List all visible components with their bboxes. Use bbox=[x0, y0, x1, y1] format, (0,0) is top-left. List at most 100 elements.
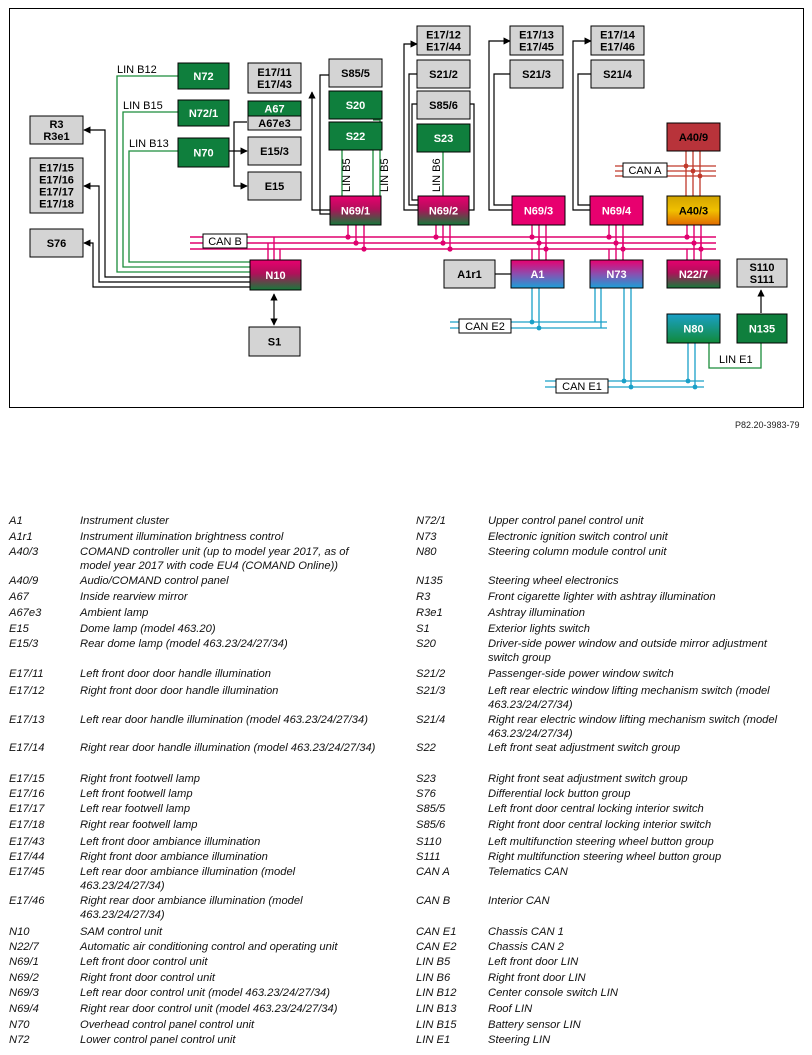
box-label: S20 bbox=[346, 100, 366, 112]
legend-code: A1 bbox=[9, 515, 23, 527]
legend-code: S85/5 bbox=[416, 803, 446, 815]
box-label: A40/3 bbox=[679, 206, 708, 218]
legend-code: LIN B12 bbox=[416, 987, 457, 999]
legend-code: LIN E1 bbox=[416, 1034, 451, 1046]
legend-description: Automatic air conditioning control and o… bbox=[80, 941, 338, 953]
legend-code: E15/3 bbox=[9, 638, 39, 650]
legend-description: Ambient lamp bbox=[80, 607, 149, 619]
box-n80: N80 bbox=[666, 313, 721, 344]
bus-label-lin-b15: LIN B15 bbox=[123, 100, 163, 112]
box-label: E17/46 bbox=[600, 42, 635, 54]
can-a-nodes bbox=[683, 163, 703, 179]
legend-code: A40/3 bbox=[9, 546, 39, 558]
legend-description: Left front footwell lamp bbox=[80, 788, 193, 800]
box-label: A40/9 bbox=[679, 132, 708, 144]
legend-description: Right front door control unit bbox=[80, 972, 215, 984]
legend-description: Overhead control panel control unit bbox=[80, 1019, 255, 1031]
legend-code: S85/6 bbox=[416, 819, 446, 831]
legend-description: Right rear electric window lifting mecha… bbox=[488, 714, 778, 740]
can-e1-nodes bbox=[621, 378, 698, 390]
legend-code: N69/3 bbox=[9, 987, 39, 999]
box-label: E17/12 bbox=[426, 30, 461, 42]
legend-description: Left front door door handle illumination bbox=[80, 668, 271, 680]
box-n72: N72 bbox=[177, 62, 230, 90]
box-label: S76 bbox=[47, 238, 67, 250]
legend-code: S21/3 bbox=[416, 685, 446, 697]
legend-description: Chassis CAN 2 bbox=[488, 941, 564, 953]
legend-code: CAN E2 bbox=[416, 941, 457, 953]
box-label: S22 bbox=[346, 131, 366, 143]
legend-code: E17/12 bbox=[9, 685, 45, 697]
box-label: E17/44 bbox=[426, 42, 462, 54]
legend-code: E17/46 bbox=[9, 895, 45, 907]
box-s21-2: S21/2 bbox=[416, 59, 471, 89]
legend-code: N69/4 bbox=[9, 1003, 39, 1015]
box-label: E17/18 bbox=[39, 199, 74, 211]
legend-description: Inside rearview mirror bbox=[80, 591, 188, 603]
legend-code: S21/4 bbox=[416, 714, 446, 726]
legend-description: Steering column module control unit bbox=[488, 546, 667, 558]
bus-label-lin-b5-right: LIN B5 bbox=[379, 158, 391, 192]
legend-description: Right front door LIN bbox=[488, 972, 586, 984]
legend-code: S20 bbox=[416, 638, 436, 650]
box-a40-3: A40/3 bbox=[666, 195, 721, 226]
box-n10: N10 bbox=[249, 259, 302, 291]
box-s85-6: S85/6 bbox=[416, 90, 471, 120]
legend-description: Left rear electric window lifting mechan… bbox=[488, 685, 770, 711]
box-label: N69/2 bbox=[429, 206, 458, 218]
legend-code: CAN B bbox=[416, 895, 451, 907]
legend-code: E17/11 bbox=[9, 668, 44, 680]
box-label: S21/4 bbox=[603, 69, 633, 81]
legend-code: N72 bbox=[9, 1034, 30, 1046]
box-label: N69/4 bbox=[602, 206, 632, 218]
legend-code: E17/44 bbox=[9, 851, 45, 863]
legend-code: LIN B13 bbox=[416, 1003, 457, 1015]
legend-description: Differential lock button group bbox=[488, 788, 631, 800]
box-s85-5: S85/5 bbox=[328, 58, 383, 88]
box-n69-1: N69/1 bbox=[329, 195, 382, 226]
legend-code: N70 bbox=[9, 1019, 30, 1031]
box-label: R3e1 bbox=[43, 131, 69, 143]
legend-description: Steering LIN bbox=[488, 1034, 551, 1046]
box-label: A67 bbox=[264, 104, 284, 116]
bus-label-can-e2: CAN E2 bbox=[458, 318, 512, 334]
legend-description: Left front seat adjustment switch group bbox=[488, 742, 681, 754]
legend-code: E17/18 bbox=[9, 819, 45, 831]
legend-code: CAN A bbox=[416, 866, 450, 878]
legend-description: Right front door central locking interio… bbox=[488, 819, 712, 831]
box-label: N72 bbox=[193, 71, 213, 83]
box-label: N69/3 bbox=[524, 206, 553, 218]
legend-description: Right front door door handle illuminatio… bbox=[80, 685, 279, 697]
legend-code: A40/9 bbox=[9, 575, 39, 587]
box-label: S21/3 bbox=[522, 69, 551, 81]
bus-label-can-b: CAN B bbox=[202, 233, 248, 249]
legend-description: Upper control panel control unit bbox=[488, 515, 644, 527]
legend-description: COMAND controller unit (up to model year… bbox=[80, 546, 349, 572]
box-label: N22/7 bbox=[679, 269, 708, 281]
legend-code: LIN B6 bbox=[416, 972, 451, 984]
legend-description: Front cigarette lighter with ashtray ill… bbox=[488, 591, 716, 603]
legend-description: Lower control panel control unit bbox=[80, 1034, 236, 1046]
box-label: N10 bbox=[265, 270, 285, 282]
legend-description: Left front door LIN bbox=[488, 956, 579, 968]
box-label: N69/1 bbox=[341, 206, 370, 218]
legend-code: S1 bbox=[416, 623, 430, 635]
legend-description: Right rear door ambiance illumination (m… bbox=[80, 895, 303, 921]
legend-code: R3e1 bbox=[416, 607, 443, 619]
legend-description: Right rear door control unit (model 463.… bbox=[80, 1003, 338, 1015]
box-label: S110 bbox=[749, 262, 774, 274]
bus-label-can-e1: CAN E1 bbox=[555, 378, 609, 394]
box-s1: S1 bbox=[248, 326, 301, 357]
legend-code: E17/17 bbox=[9, 803, 45, 815]
legend-description: SAM control unit bbox=[80, 926, 163, 938]
legend-description: Left rear footwell lamp bbox=[80, 803, 191, 815]
box-label: E15 bbox=[265, 181, 285, 193]
legend-description: Rear dome lamp (model 463.23/24/27/34) bbox=[80, 638, 288, 650]
legend-code: CAN E1 bbox=[416, 926, 457, 938]
legend-description: Audio/COMAND control panel bbox=[80, 575, 229, 587]
legend-description: Roof LIN bbox=[488, 1003, 533, 1015]
svg-text:CAN E2: CAN E2 bbox=[465, 321, 505, 333]
